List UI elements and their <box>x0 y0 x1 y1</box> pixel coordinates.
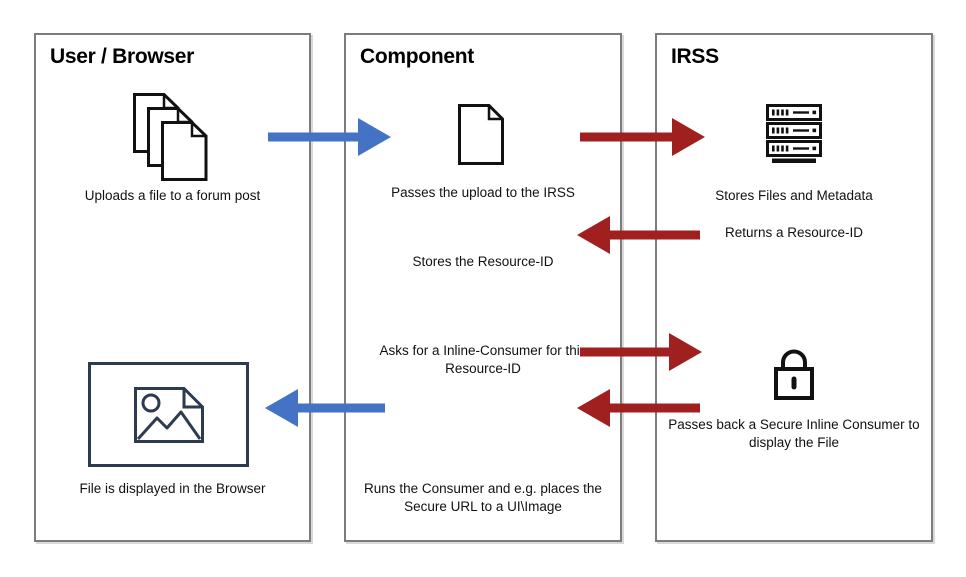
arrow-irss-to-component-resource-id <box>577 216 700 254</box>
panel-title-component: Component <box>360 45 474 68</box>
step-label-returns-resource-id: Returns a Resource-ID <box>724 225 864 240</box>
panel-title-user-browser: User / Browser <box>50 45 195 68</box>
step-label-stores-files: Stores Files and Metadata <box>715 188 873 203</box>
document-icon <box>458 104 504 165</box>
step-label-passes-upload: Passes the upload to the IRSS <box>391 185 575 200</box>
arrow-component-to-user-display <box>265 389 385 427</box>
step-label-passes-back-consumer: Passes back a Secure Inline Consumer to … <box>668 417 920 450</box>
panel-irss: IRSS Stores Fil <box>655 33 933 542</box>
arrow-component-to-irss-upload <box>580 118 705 156</box>
documents-stack-icon <box>133 93 208 181</box>
step-label-upload-file: Uploads a file to a forum post <box>84 188 261 203</box>
step-label-asks-inline-consumer: Asks for a Inline-Consumer for this Reso… <box>379 343 587 376</box>
server-icon <box>766 104 822 163</box>
arrow-user-to-component-upload <box>268 118 391 156</box>
arrow-component-to-irss-ask-consumer <box>580 333 702 371</box>
arrow-irss-to-component-secure-consumer <box>577 389 700 427</box>
step-label-stores-resource-id: Stores the Resource-ID <box>412 254 554 269</box>
panel-component: Component Passes the upload to the IRSS … <box>344 33 622 542</box>
picture-file-icon <box>133 386 204 443</box>
step-label-file-displayed: File is displayed in the Browser <box>79 481 266 496</box>
panel-title-irss: IRSS <box>671 45 719 68</box>
lock-icon <box>774 349 814 400</box>
panel-user-browser: User / Browser Uploads a file to a forum… <box>34 33 311 542</box>
image-placeholder-icon <box>88 362 249 467</box>
step-label-runs-consumer: Runs the Consumer and e.g. places the Se… <box>364 481 602 514</box>
